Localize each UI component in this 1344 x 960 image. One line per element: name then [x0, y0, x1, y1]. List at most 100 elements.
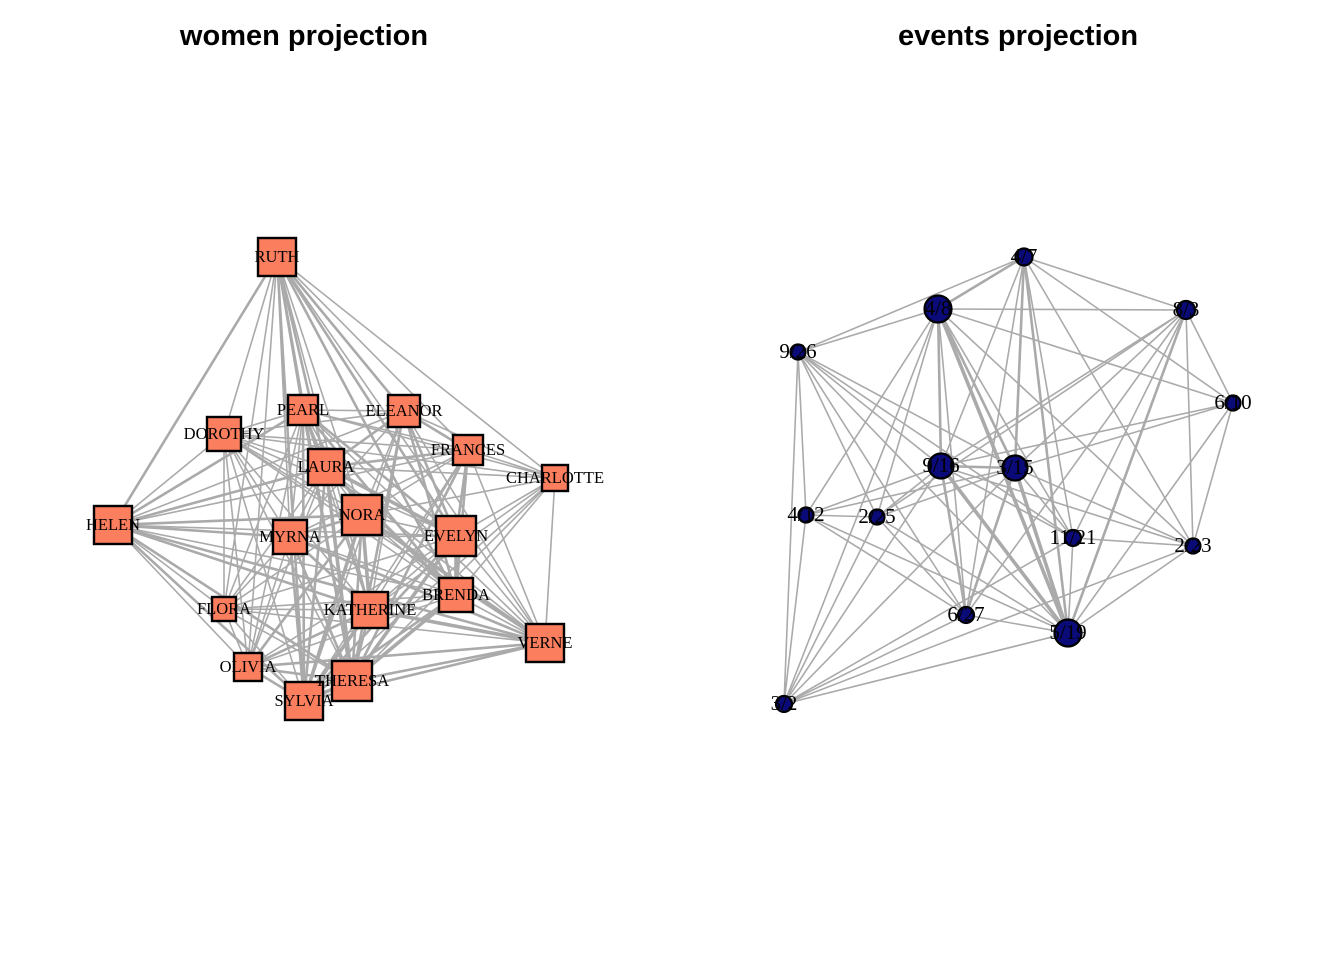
- graph-node[interactable]: [1175, 299, 1197, 321]
- node-label: 9/26: [779, 339, 816, 363]
- graph-node[interactable]: [434, 514, 478, 558]
- node-label: LAURA: [298, 457, 355, 476]
- graph-edge: [876, 516, 967, 616]
- graph-edge: [805, 465, 942, 516]
- graph-edge: [1014, 467, 1074, 539]
- graph-edge: [876, 467, 1016, 518]
- graph-node[interactable]: [956, 605, 976, 625]
- graph-node[interactable]: [210, 595, 238, 623]
- node-label: NORA: [339, 505, 386, 524]
- graph-edge: [783, 632, 1069, 705]
- graph-node[interactable]: [283, 680, 325, 722]
- node-label: BRENDA: [422, 585, 490, 604]
- graph-edge: [936, 308, 943, 467]
- graph-node[interactable]: [927, 452, 955, 480]
- graph-node[interactable]: [1184, 537, 1202, 555]
- graph-edge: [783, 514, 807, 705]
- graph-edge: [275, 256, 306, 702]
- graph-edge: [223, 433, 546, 644]
- graph-node[interactable]: [256, 236, 298, 278]
- graph-edge: [223, 433, 363, 516]
- graph-node[interactable]: [92, 504, 134, 546]
- graph-node[interactable]: [271, 518, 309, 556]
- graph-edge: [325, 466, 371, 611]
- graph-edge: [275, 256, 328, 468]
- graph-edge: [797, 351, 807, 516]
- node-label: EVELYN: [424, 526, 488, 545]
- graph-node[interactable]: [1053, 618, 1083, 648]
- graph-node[interactable]: [524, 622, 566, 664]
- graph-edge: [964, 467, 1017, 616]
- graph-edge: [939, 465, 968, 616]
- graph-edge: [937, 255, 1025, 311]
- graph-edge: [302, 409, 556, 479]
- graph-edge: [937, 308, 1187, 311]
- graph-edge: [783, 308, 939, 705]
- node-label: OLIVIA: [220, 657, 277, 676]
- graph-edge: [1185, 309, 1194, 547]
- graph-edge: [289, 535, 457, 538]
- graph-edge: [797, 351, 1016, 469]
- graph-edge: [1072, 309, 1187, 539]
- graph-edge: [940, 256, 1025, 467]
- graph-node[interactable]: [286, 393, 320, 427]
- graph-edge: [223, 433, 353, 682]
- node-label: MYRNA: [259, 527, 321, 546]
- graph-edge: [247, 594, 457, 668]
- graph-edge: [783, 351, 799, 705]
- graph-edge: [1067, 537, 1074, 634]
- graph-edge: [276, 256, 546, 644]
- graph-edge: [223, 256, 278, 610]
- edge-layer: [783, 255, 1234, 705]
- graph-edge: [303, 593, 457, 703]
- node-label: DOROTHY: [184, 424, 265, 443]
- graph-node[interactable]: [540, 463, 570, 493]
- graph-edge: [940, 309, 1187, 467]
- graph-node[interactable]: [1001, 454, 1029, 482]
- graph-node[interactable]: [205, 415, 243, 453]
- graph-node[interactable]: [774, 694, 794, 714]
- graph-node[interactable]: [306, 447, 346, 487]
- graph-edge: [1013, 256, 1026, 469]
- node-label: PEARL: [277, 400, 329, 419]
- node-label: FRANCES: [431, 440, 505, 459]
- node-label: THERESA: [315, 671, 389, 690]
- graph-node[interactable]: [1014, 247, 1034, 267]
- graph-edge: [805, 514, 1069, 634]
- graph-edge: [544, 477, 556, 644]
- graph-edge: [1192, 402, 1234, 547]
- node-label: RUTH: [255, 247, 300, 266]
- graph-node[interactable]: [868, 508, 886, 526]
- graph-edge: [1067, 402, 1234, 634]
- graph-edge: [805, 467, 1016, 516]
- graph-node[interactable]: [1224, 394, 1242, 412]
- graph-edge: [246, 514, 364, 668]
- node-label: SYLVIA: [275, 691, 334, 710]
- graph-edge: [112, 513, 363, 527]
- graph-edge: [324, 465, 458, 597]
- graph-node[interactable]: [232, 651, 264, 683]
- graph-node[interactable]: [330, 659, 374, 703]
- graph-node[interactable]: [923, 294, 953, 324]
- graph-node[interactable]: [451, 433, 485, 467]
- graph-node[interactable]: [797, 506, 815, 524]
- node-label: 4/12: [787, 502, 824, 526]
- graph-edge: [797, 351, 1069, 634]
- graph-node[interactable]: [386, 393, 422, 429]
- graph-edge: [1023, 256, 1187, 311]
- graph-node[interactable]: [1063, 528, 1083, 548]
- graph-edge: [289, 409, 304, 538]
- graph-edge: [940, 465, 1074, 539]
- node-label: 5/19: [1049, 620, 1086, 644]
- node-layer: [92, 236, 570, 722]
- graph-node[interactable]: [437, 576, 475, 614]
- graph-node[interactable]: [789, 343, 807, 361]
- graph-node[interactable]: [340, 493, 384, 537]
- graph-edge: [369, 449, 469, 611]
- graph-node[interactable]: [350, 590, 390, 630]
- graph-edge: [361, 477, 556, 516]
- graph-edge: [783, 465, 942, 705]
- node-label: 9/16: [922, 453, 959, 477]
